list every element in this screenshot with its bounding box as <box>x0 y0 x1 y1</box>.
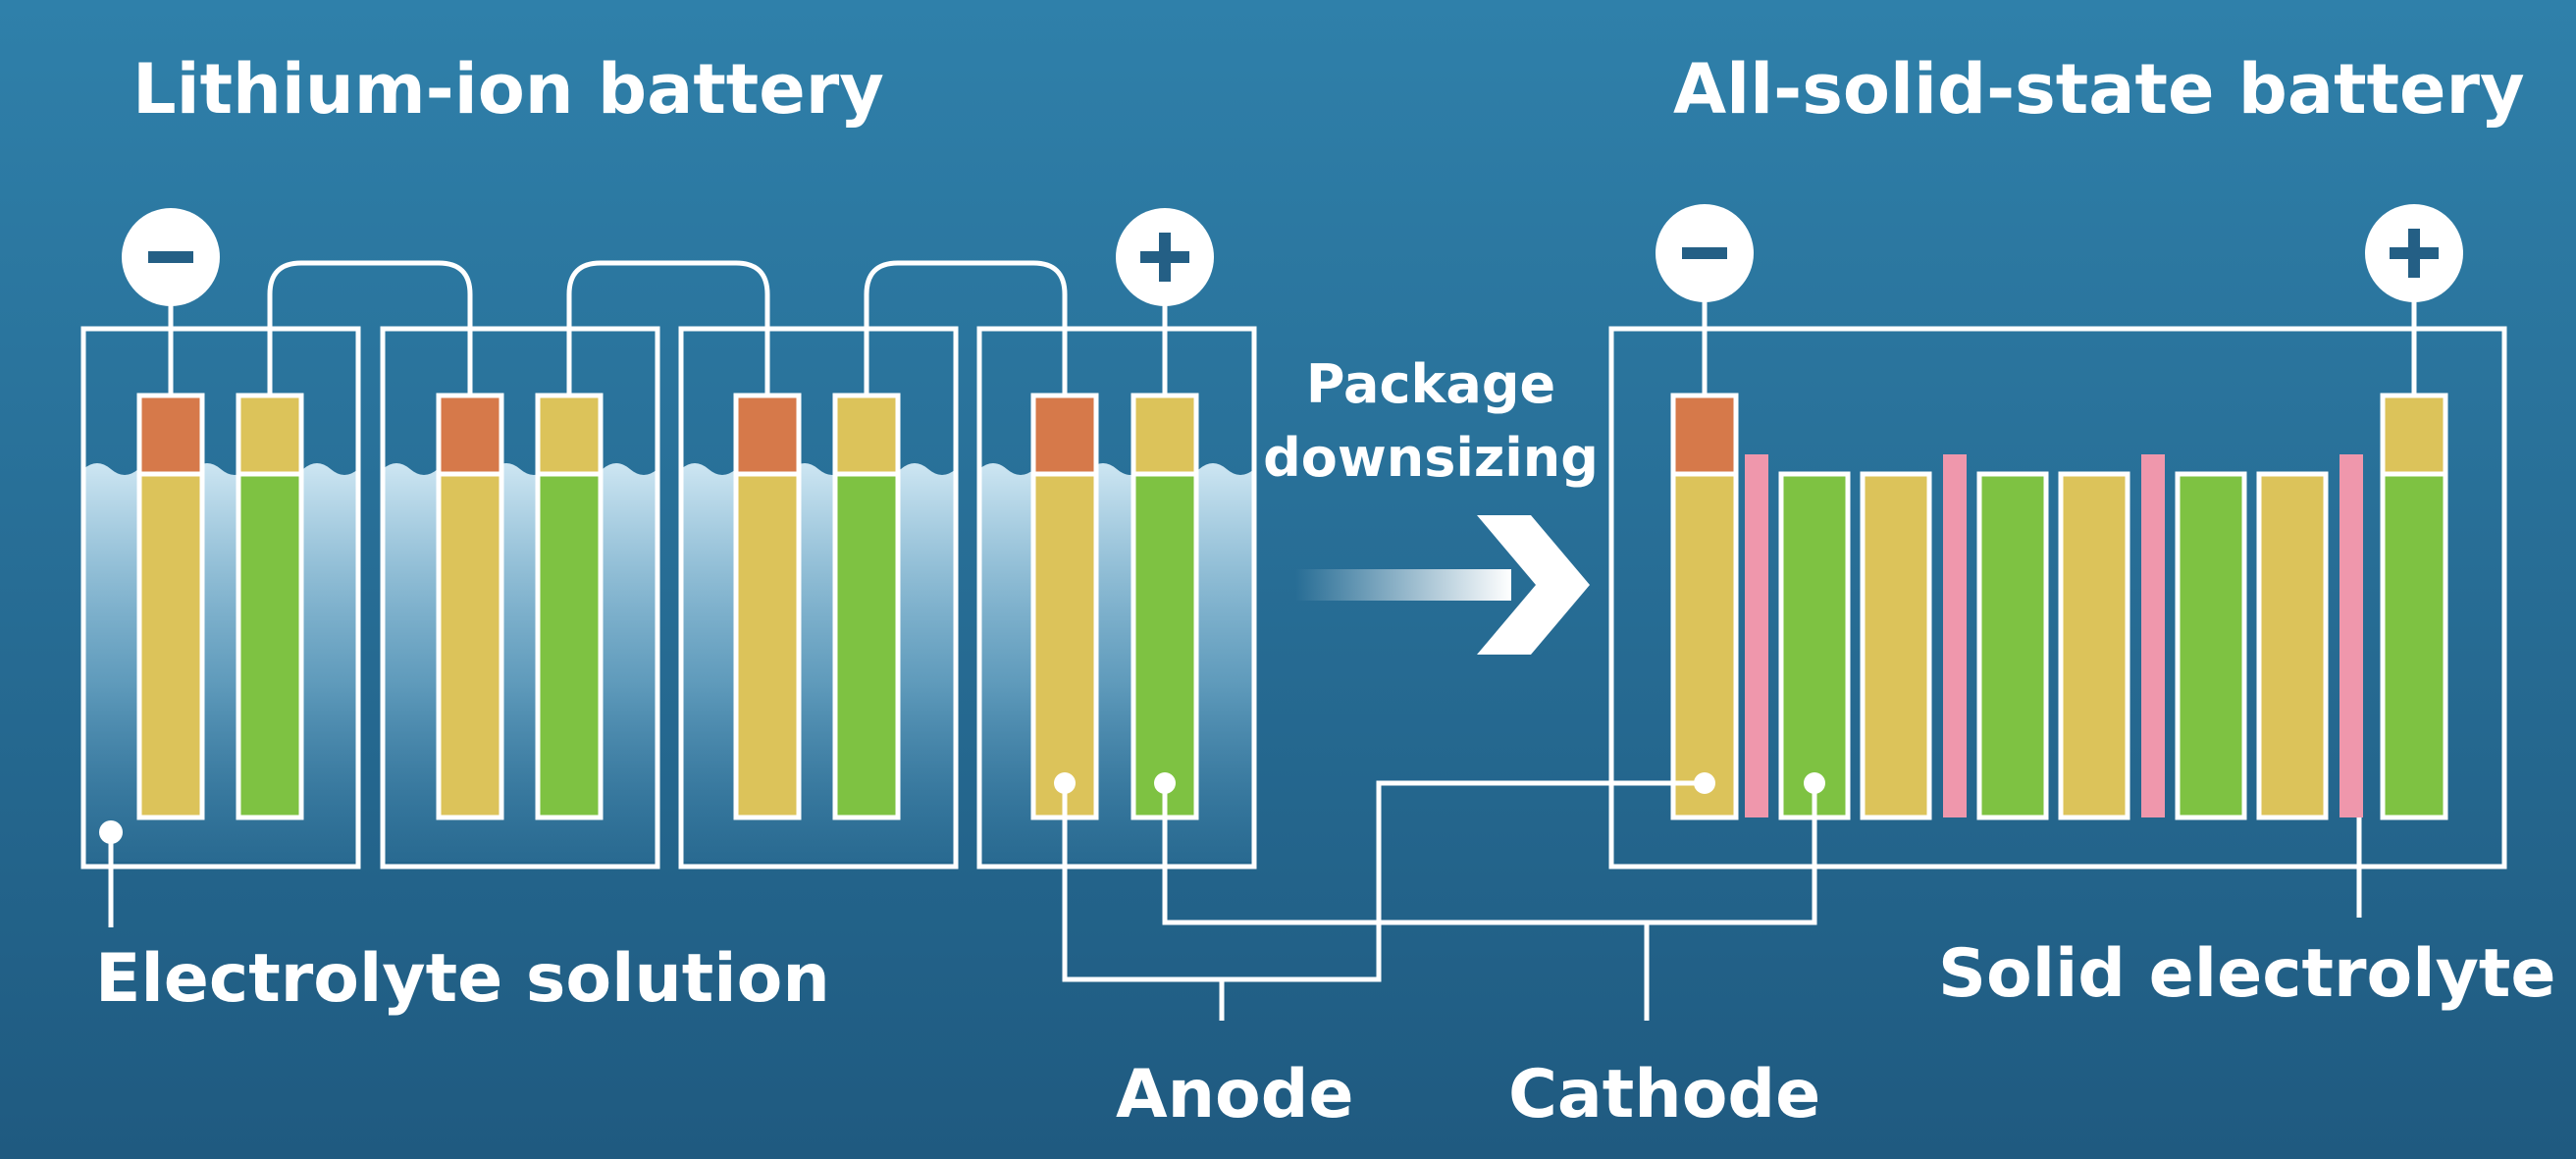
minus-icon <box>1682 247 1727 259</box>
anode-tab <box>1030 393 1099 477</box>
cathode-tab <box>832 393 901 477</box>
solid-electrolyte-strip <box>2339 454 2363 817</box>
anode-label: Anode <box>1116 1056 1354 1133</box>
anode-electrode <box>1670 471 1739 820</box>
lithium-ion-title: Lithium-ion battery <box>132 49 884 130</box>
cell-2 <box>436 393 604 820</box>
minus-icon <box>148 251 193 263</box>
anode-electrode <box>136 471 205 820</box>
anode-electrode <box>2058 471 2130 820</box>
lithium-ion-cells <box>80 208 1257 927</box>
downsizing-label: downsizing <box>1263 427 1599 489</box>
cathode-tab <box>236 393 304 477</box>
anode-electrode <box>733 471 802 820</box>
electrolyte-solution-label: Electrolyte solution <box>95 940 830 1018</box>
negative-terminal <box>122 208 220 306</box>
solid-electrolyte-strip <box>1943 454 1967 817</box>
right-arrow-icon <box>1295 515 1590 655</box>
solid-state-cell <box>1608 204 2507 918</box>
cathode-tab <box>535 393 604 477</box>
cathode-electrode <box>1976 471 2049 820</box>
positive-terminal <box>2365 204 2463 302</box>
anode-electrode <box>436 471 504 820</box>
anode-electrode <box>1860 471 1932 820</box>
anode-tab <box>136 393 205 477</box>
cathode-electrode <box>832 471 901 820</box>
package-label: Package <box>1306 353 1555 415</box>
cell-3 <box>733 393 901 820</box>
cathode-electrode <box>236 471 304 820</box>
cathode-electrode <box>2175 471 2247 820</box>
leader-lines <box>1062 780 1817 1021</box>
cathode-electrode <box>1778 471 1851 820</box>
solid-electrolyte-strip <box>2141 454 2165 817</box>
negative-terminal <box>1656 204 1754 302</box>
cathode-electrode <box>2380 471 2448 820</box>
anode-tab <box>733 393 802 477</box>
anode-tab <box>436 393 504 477</box>
leader-dots <box>1054 772 1825 794</box>
solid-state-casing <box>1608 326 2507 869</box>
solid-state-title: All-solid-state battery <box>1673 49 2525 130</box>
anode-electrode <box>2256 471 2329 820</box>
cell-casings <box>80 326 1257 869</box>
cell-1 <box>136 393 304 820</box>
positive-terminal <box>1116 208 1214 306</box>
cathode-electrode <box>535 471 604 820</box>
cathode-tab <box>1130 393 1199 477</box>
anode-electrode <box>1030 471 1099 820</box>
cathode-electrode <box>1130 471 1199 820</box>
anode-tab <box>1670 393 1739 477</box>
solid-electrolyte-strip <box>1745 454 1768 817</box>
cathode-tab <box>2380 393 2448 477</box>
solid-electrolyte-label: Solid electrolyte <box>1938 935 2556 1013</box>
cathode-label: Cathode <box>1508 1056 1820 1133</box>
